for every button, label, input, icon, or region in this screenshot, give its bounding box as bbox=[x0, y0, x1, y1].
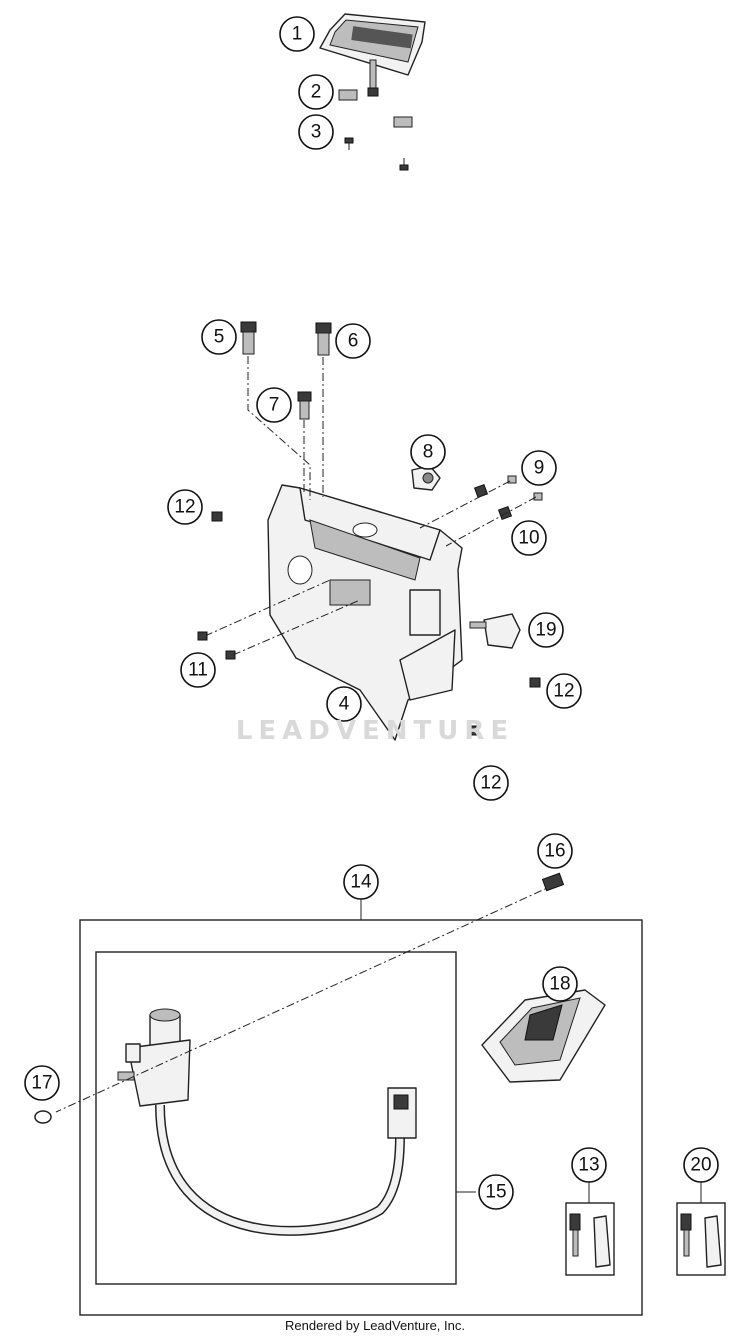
callout-12-b: 12 bbox=[546, 673, 582, 709]
part-connector bbox=[469, 613, 521, 649]
footer-credit: Rendered by LeadVenture, Inc. bbox=[285, 1318, 465, 1333]
svg-text:9: 9 bbox=[534, 458, 545, 479]
svg-text:8: 8 bbox=[423, 442, 434, 463]
svg-text:19: 19 bbox=[535, 620, 556, 641]
svg-text:4: 4 bbox=[339, 694, 350, 715]
svg-text:5: 5 bbox=[214, 327, 225, 348]
svg-text:17: 17 bbox=[31, 1073, 52, 1094]
callout-7: 7 bbox=[256, 387, 292, 423]
svg-text:7: 7 bbox=[269, 395, 280, 416]
watermark: LEADVENTURE bbox=[235, 716, 515, 746]
callout-18: 18 bbox=[542, 966, 578, 1002]
part-bolts-top bbox=[240, 321, 332, 420]
part-washers-nuts bbox=[473, 475, 543, 521]
callout-19: 19 bbox=[528, 612, 564, 648]
part-lock-connector bbox=[387, 1087, 417, 1139]
svg-text:3: 3 bbox=[311, 122, 322, 143]
callout-16: 16 bbox=[537, 833, 573, 869]
callout-11: 11 bbox=[180, 652, 216, 688]
part-key-set-13 bbox=[569, 1213, 611, 1268]
key-set-13-frame bbox=[565, 1202, 615, 1276]
svg-text:14: 14 bbox=[350, 872, 372, 893]
key-set-20-frame bbox=[676, 1202, 726, 1276]
svg-text:12: 12 bbox=[174, 497, 195, 518]
part-ignition-lock bbox=[117, 1008, 191, 1107]
callout-3: 3 bbox=[298, 114, 334, 150]
part-mounting-bracket bbox=[267, 484, 463, 741]
svg-text:10: 10 bbox=[518, 528, 539, 549]
callout-17: 17 bbox=[24, 1065, 60, 1101]
part-screw-16 bbox=[541, 872, 565, 892]
svg-text:1: 1 bbox=[292, 24, 303, 45]
part-display-unit bbox=[319, 13, 426, 97]
kit-inner-frame bbox=[95, 951, 457, 1285]
svg-text:18: 18 bbox=[549, 974, 570, 995]
svg-text:6: 6 bbox=[348, 331, 359, 352]
callout-4: 4 bbox=[326, 686, 362, 722]
callout-2: 2 bbox=[298, 74, 334, 110]
part-clip-nut bbox=[411, 465, 441, 491]
svg-text:11: 11 bbox=[188, 660, 208, 681]
callout-15: 15 bbox=[478, 1174, 514, 1210]
svg-text:16: 16 bbox=[544, 841, 565, 862]
svg-text:12: 12 bbox=[553, 681, 574, 702]
callout-20: 20 bbox=[683, 1147, 719, 1183]
callout-13: 13 bbox=[571, 1147, 607, 1183]
callout-6: 6 bbox=[335, 323, 371, 359]
part-lock-cover bbox=[481, 989, 606, 1083]
svg-text:12: 12 bbox=[480, 773, 501, 794]
callout-5: 5 bbox=[201, 319, 237, 355]
part-rubber-grommet bbox=[338, 89, 413, 128]
callout-8: 8 bbox=[410, 434, 446, 470]
callout-14: 14 bbox=[343, 864, 379, 900]
callout-9: 9 bbox=[521, 450, 557, 486]
callout-10: 10 bbox=[511, 520, 547, 556]
part-screw bbox=[344, 137, 409, 171]
svg-text:2: 2 bbox=[311, 82, 322, 103]
part-small-bolts bbox=[197, 511, 541, 736]
callout-12-a: 12 bbox=[167, 489, 203, 525]
part-o-ring bbox=[34, 1110, 52, 1124]
svg-text:15: 15 bbox=[485, 1182, 506, 1203]
part-key-set-20 bbox=[680, 1213, 722, 1268]
svg-text:13: 13 bbox=[578, 1155, 599, 1176]
callout-12-c: 12 bbox=[473, 765, 509, 801]
svg-text:20: 20 bbox=[690, 1155, 711, 1176]
callout-1: 1 bbox=[279, 16, 315, 52]
